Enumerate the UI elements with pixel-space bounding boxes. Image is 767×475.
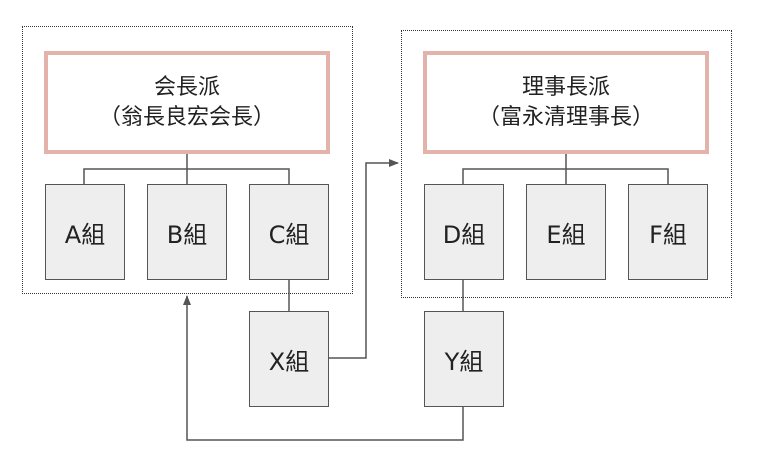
group-x-box: X組 [249,311,329,407]
group-d-box: D組 [424,184,504,280]
right-faction-title: 理事長派 [521,74,610,100]
right-faction-subtitle: （富永清理事長） [477,104,654,130]
left-faction-box: 会長派 （翁長良宏会長） [44,51,330,154]
right-tree-connector [462,153,669,184]
right-faction-box: 理事長派 （富永清理事長） [423,51,709,154]
group-y-box: Y組 [424,311,504,407]
right-faction-container [401,30,732,298]
y-to-left-faction-arrow [183,295,464,441]
left-faction-container [22,26,353,294]
x-to-right-faction-arrow [329,159,399,359]
group-f-box: F組 [628,184,708,280]
group-b-box: B組 [147,184,227,280]
group-c-box: C組 [249,184,329,280]
group-e-box: E組 [526,184,606,280]
left-tree-connector [83,153,290,184]
left-faction-subtitle: （翁長良宏会長） [98,104,275,130]
left-faction-title: 会長派 [153,74,220,100]
group-a-box: A組 [45,184,125,280]
